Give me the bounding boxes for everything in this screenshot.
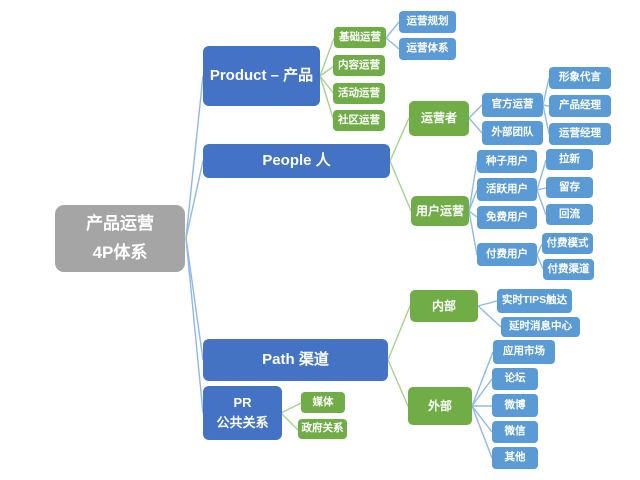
node-content-ops: 内容运营 bbox=[333, 55, 385, 76]
node-paying-users: 付费用户 bbox=[477, 243, 537, 266]
node-community-ops: 社区运营 bbox=[333, 110, 385, 131]
node-ops-system: 运营体系 bbox=[399, 38, 456, 60]
node-ops-planning: 运营规划 bbox=[399, 11, 456, 33]
node-pay-channel: 付费渠道 bbox=[543, 259, 594, 280]
node-acquisition: 拉新 bbox=[546, 149, 593, 170]
node-app-market: 应用市场 bbox=[493, 340, 555, 364]
node-basic-ops: 基础运营 bbox=[334, 27, 386, 48]
node-free-users: 免费用户 bbox=[477, 206, 537, 229]
node-people: People 人 bbox=[203, 144, 390, 178]
pr-title-line2: 公共关系 bbox=[216, 415, 269, 430]
root-title-line2: 4P体系 bbox=[92, 242, 148, 262]
node-operation-manager: 运营经理 bbox=[549, 123, 611, 145]
node-weibo: 微博 bbox=[492, 394, 538, 417]
node-winback: 回流 bbox=[546, 204, 593, 225]
node-realtime-tips: 实时TIPS触达 bbox=[497, 289, 572, 313]
node-retention: 留存 bbox=[546, 177, 593, 198]
pr-title-line1: PR bbox=[233, 394, 252, 410]
node-active-users: 活跃用户 bbox=[477, 178, 537, 201]
node-external: 外部 bbox=[408, 387, 472, 425]
node-media: 媒体 bbox=[301, 392, 345, 413]
root-title-line1: 产品运营 bbox=[86, 213, 154, 233]
node-external-team: 外部团队 bbox=[482, 121, 543, 145]
node-activity-ops: 活动运营 bbox=[333, 83, 385, 104]
node-other: 其他 bbox=[492, 447, 538, 469]
node-internal: 内部 bbox=[410, 290, 478, 322]
node-operators: 运营者 bbox=[409, 101, 469, 136]
node-root: 产品运营 4P体系 bbox=[55, 205, 185, 272]
node-official-ops: 官方运营 bbox=[482, 93, 543, 117]
node-spokesperson: 形象代言 bbox=[549, 67, 611, 89]
node-product: Product – 产品 bbox=[203, 46, 320, 106]
node-path: Path 渠道 bbox=[203, 339, 388, 381]
node-seed-users: 种子用户 bbox=[477, 150, 537, 173]
node-pr: PR 公共关系 bbox=[203, 386, 282, 440]
node-delayed-message-center: 延时消息中心 bbox=[501, 317, 580, 337]
node-product-manager: 产品经理 bbox=[549, 95, 611, 117]
node-pay-model: 付费模式 bbox=[542, 233, 593, 254]
node-government-relations: 政府关系 bbox=[298, 419, 347, 439]
node-wechat: 微信 bbox=[492, 421, 538, 443]
node-forum: 论坛 bbox=[492, 368, 538, 390]
node-user-ops: 用户运营 bbox=[411, 196, 469, 226]
